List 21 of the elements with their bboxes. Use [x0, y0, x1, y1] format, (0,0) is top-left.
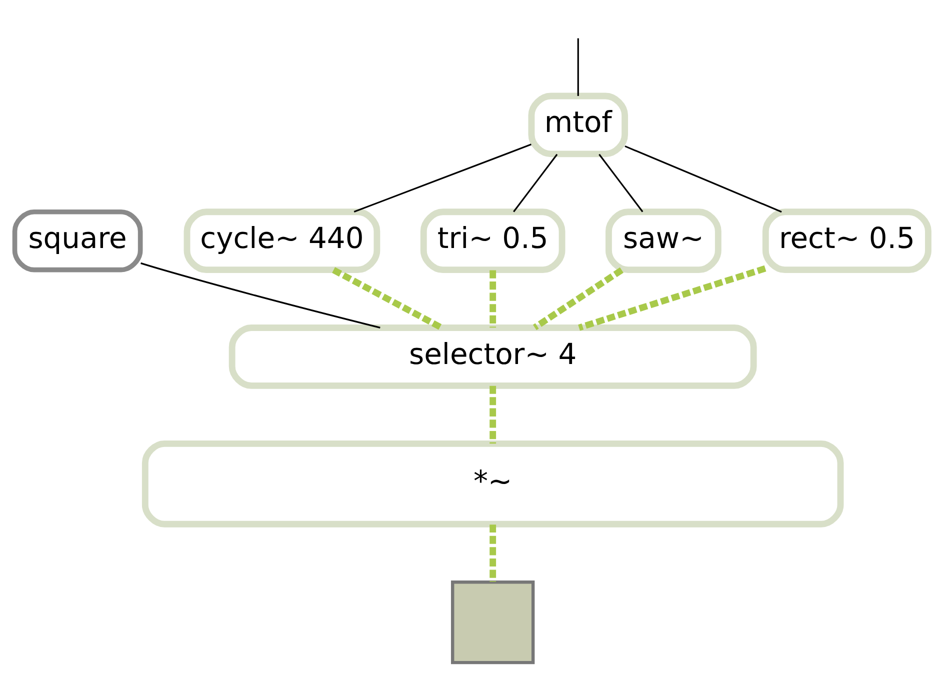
connector — [332, 266, 443, 330]
connector — [490, 270, 496, 328]
connector — [578, 264, 766, 330]
node-box: cycle~ 440 — [184, 208, 380, 273]
node-box — [450, 580, 535, 664]
connector — [490, 385, 496, 444]
node-box: *~ — [142, 440, 844, 527]
connector — [532, 266, 624, 330]
connector — [354, 143, 532, 212]
node-box: saw~ — [606, 208, 722, 273]
node-box: mtof — [528, 92, 628, 157]
connector — [513, 153, 558, 212]
node-box: selector~ 4 — [228, 324, 757, 388]
node-box: square — [12, 208, 143, 272]
connector — [598, 153, 644, 212]
connector — [490, 524, 496, 582]
connector — [577, 38, 579, 96]
node-box: tri~ 0.5 — [420, 208, 566, 273]
node-box: rect~ 0.5 — [762, 208, 932, 273]
connector — [624, 144, 782, 212]
connector — [140, 262, 380, 328]
